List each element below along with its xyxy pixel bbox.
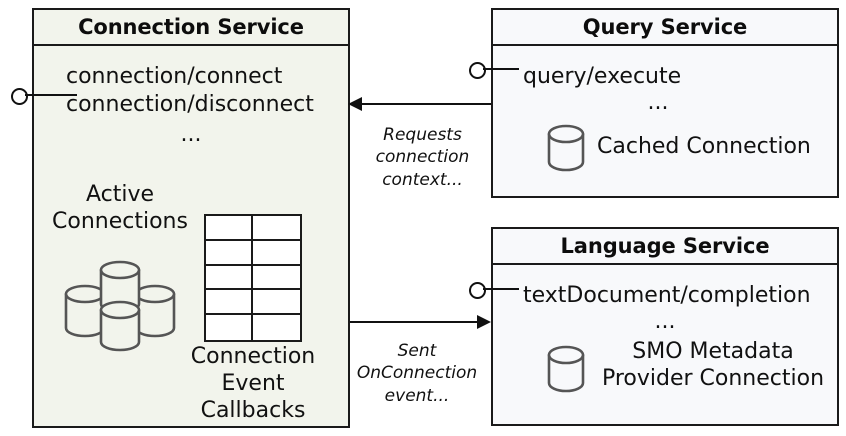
- operation-connection-disconnect: connection/disconnect: [66, 92, 314, 118]
- artifact-label-active-connections-line2: Connections: [52, 208, 188, 234]
- operation-list-query-service: query/execute: [523, 63, 681, 91]
- database-icon: [547, 345, 585, 393]
- operation-ellipsis-connection-service: ...: [180, 122, 202, 147]
- component-body-query-service: query/execute ... Cached Connection: [493, 46, 837, 196]
- operation-list-connection-service: connection/connect connection/disconnect: [66, 63, 314, 119]
- table-cell: [253, 216, 300, 241]
- artifact-label-active-connections: Active Connections: [40, 182, 200, 236]
- artifact-label-smo-metadata-provider-connection: SMO Metadata Provider Connection: [593, 339, 833, 393]
- artifact-label-cached-connection-line1: Cached Connection: [597, 134, 811, 159]
- connector-label-line3: event...: [384, 385, 450, 406]
- component-body-connection-service: connection/connect connection/disconnect…: [34, 46, 348, 426]
- lollipop-ring-icon: [469, 282, 486, 299]
- artifact-label-cached-connection: Cached Connection: [597, 134, 833, 161]
- artifact-label-callbacks-line3: Callbacks: [200, 397, 306, 423]
- lollipop-ring-icon: [469, 62, 486, 79]
- table-cell: [206, 265, 253, 291]
- component-language-service[interactable]: Language Service textDocument/completion…: [491, 227, 839, 426]
- table-cell: [253, 315, 300, 340]
- lollipop-stem: [483, 68, 519, 70]
- component-query-service[interactable]: Query Service query/execute ... Cached C…: [491, 8, 839, 198]
- connector-label-line2: OnConnection: [356, 363, 478, 384]
- connector-label-requests-connection-context: Requests connection context...: [355, 124, 490, 191]
- arrowhead-left-icon: [348, 97, 362, 111]
- lollipop-stem: [483, 288, 519, 290]
- connector-line: [361, 103, 491, 105]
- component-connection-service[interactable]: Connection Service connection/connect co…: [32, 8, 350, 428]
- artifact-label-callbacks-line1: Connection: [190, 344, 316, 369]
- table-cell: [206, 315, 253, 340]
- component-title-language-service: Language Service: [493, 229, 837, 265]
- component-title-connection-service: Connection Service: [34, 10, 348, 46]
- lollipop-ring-icon: [11, 88, 28, 105]
- connector-line: [350, 321, 478, 323]
- table-cell: [206, 290, 253, 316]
- component-title-query-service: Query Service: [493, 10, 837, 46]
- artifact-label-callbacks-line2: Event: [221, 370, 285, 396]
- component-body-language-service: textDocument/completion ... SMO Metadata…: [493, 265, 837, 424]
- table-grid-icon: [204, 214, 302, 342]
- connector-label-line3: context...: [382, 169, 463, 190]
- operation-ellipsis-language-service: ...: [654, 309, 676, 334]
- database-cluster-icon: [64, 260, 176, 352]
- operation-textdocument-completion: textDocument/completion: [523, 283, 811, 308]
- artifact-label-smo-line1: SMO Metadata: [632, 339, 794, 364]
- operation-list-language-service: textDocument/completion: [523, 282, 811, 310]
- table-cell: [253, 266, 300, 291]
- operation-connection-connect: connection/connect: [66, 64, 283, 89]
- database-icon: [547, 124, 585, 172]
- operation-ellipsis-query-service: ...: [647, 90, 669, 115]
- lollipop-stem: [25, 94, 77, 96]
- artifact-label-active-connections-line1: Active: [85, 182, 155, 207]
- artifact-label-smo-line2: Provider Connection: [601, 365, 825, 391]
- table-cell: [206, 240, 253, 266]
- arrowhead-right-icon: [477, 315, 491, 329]
- table-cell: [253, 241, 300, 266]
- connector-label-line1: Sent: [397, 341, 437, 361]
- connector-label-line2: connection: [375, 147, 470, 168]
- table-cell: [253, 290, 300, 316]
- table-cell: [206, 216, 253, 241]
- artifact-label-connection-event-callbacks: Connection Event Callbacks: [174, 344, 332, 424]
- operation-query-execute: query/execute: [523, 64, 682, 89]
- connector-label-sent-onconnection-event: Sent OnConnection event...: [347, 340, 487, 407]
- connector-label-line1: Requests: [383, 125, 462, 145]
